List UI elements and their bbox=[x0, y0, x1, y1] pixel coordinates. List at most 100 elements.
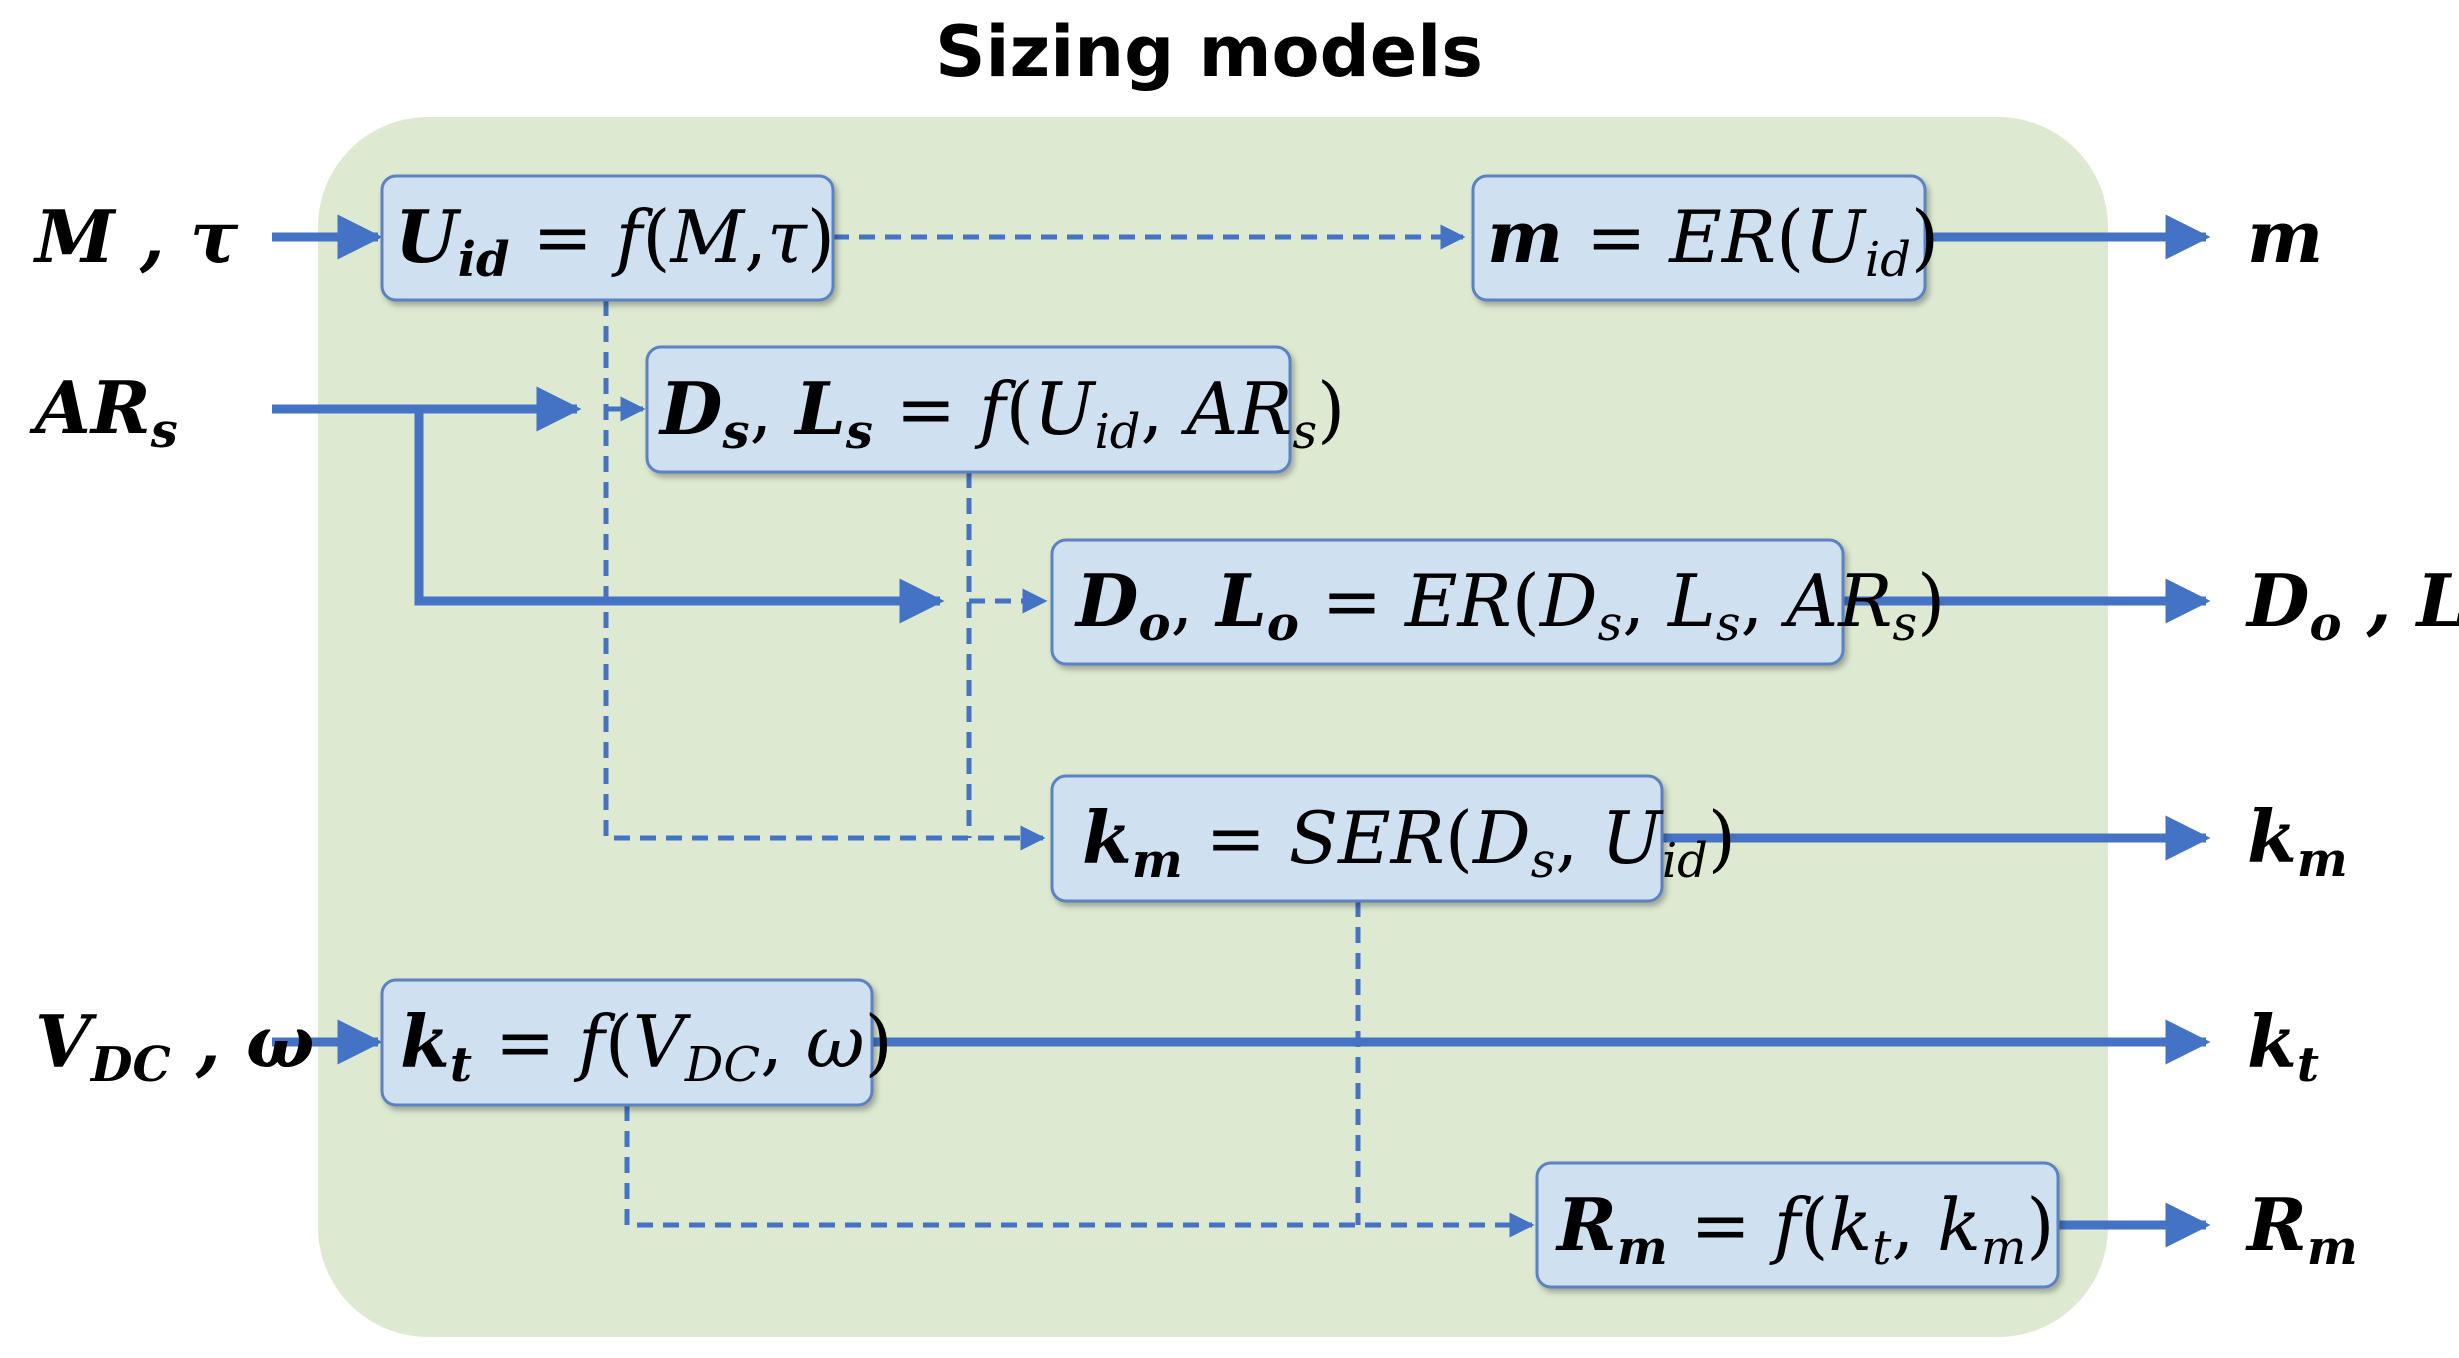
km-term: ) bbox=[1708, 796, 1736, 880]
input-m-tau: M , τ bbox=[32, 194, 239, 279]
km-term: , bbox=[1555, 796, 1601, 880]
rm-term: ) bbox=[2026, 1183, 2054, 1267]
do_lo-term: L bbox=[1666, 559, 1716, 643]
rm-term: , bbox=[1891, 1183, 1937, 1267]
box-do-lo: Do, Lo = ER(Ds, Ls, ARs) bbox=[1050, 538, 1945, 666]
m-term: ( bbox=[1776, 195, 1804, 279]
km-term: k bbox=[1082, 795, 1132, 880]
do_lo-term: AR bbox=[1780, 559, 1892, 643]
rm-term: m bbox=[1617, 1220, 1668, 1276]
uid-term: ( bbox=[642, 195, 670, 279]
uid-term: , bbox=[744, 195, 767, 279]
ds_ls-term: U bbox=[1034, 367, 1097, 451]
rm-term: = bbox=[1668, 1183, 1774, 1267]
box-rm: Rm = f(kt, km) bbox=[1535, 1161, 2060, 1289]
uid-term: τ bbox=[767, 195, 808, 279]
ds_ls-term: s bbox=[1293, 404, 1318, 460]
ds_ls-term: ) bbox=[1317, 367, 1345, 451]
output-km: km bbox=[2247, 794, 2348, 888]
kt-term: ) bbox=[865, 1000, 893, 1084]
ds_ls-term: ( bbox=[1006, 367, 1034, 451]
km-term: = bbox=[1183, 796, 1289, 880]
solid-connectors bbox=[272, 214, 2211, 1248]
kt-term: , bbox=[760, 1000, 806, 1084]
equation-ds-ls: Ds, Ls = f(Uid, ARs) bbox=[658, 366, 1345, 460]
box-m: m = ER(Uid) bbox=[1471, 174, 1939, 302]
km-term: U bbox=[1601, 796, 1664, 880]
ds_ls-term: = bbox=[873, 367, 979, 451]
do_lo-term: ) bbox=[1917, 559, 1945, 643]
ds_ls-term: s bbox=[845, 404, 873, 460]
kt-term: DC bbox=[684, 1037, 760, 1093]
m-term: = bbox=[1563, 195, 1669, 279]
equation-m: m = ER(Uid) bbox=[1487, 194, 1939, 288]
equation-kt: kt = f(VDC, ω) bbox=[400, 999, 893, 1093]
uid-term: U bbox=[395, 194, 462, 279]
m-term: U bbox=[1804, 195, 1867, 279]
kt-term: ( bbox=[605, 1000, 633, 1084]
do_lo-term: s bbox=[1892, 596, 1917, 652]
m-term: id bbox=[1865, 232, 1911, 288]
ds_ls-term: id bbox=[1094, 404, 1140, 460]
dashed-connectors bbox=[603, 224, 1535, 1238]
do_lo-term: ( bbox=[1512, 559, 1540, 643]
do_lo-term: s bbox=[1598, 596, 1623, 652]
box-km: km = SER(Ds, Uid) bbox=[1050, 774, 1736, 903]
arrow-ars-to-do-lo bbox=[414, 409, 945, 624]
do_lo-term: D bbox=[1074, 558, 1138, 643]
rm-term: ( bbox=[1800, 1183, 1828, 1267]
input-vdc-omega: VDC , ω bbox=[35, 999, 314, 1093]
km-term: m bbox=[1132, 833, 1183, 889]
rm-term: m bbox=[1981, 1220, 2027, 1276]
input-ar-s: ARs bbox=[29, 365, 178, 459]
do_lo-term: o bbox=[1267, 596, 1299, 652]
m-term: ) bbox=[1911, 195, 1939, 279]
kt-term: k bbox=[400, 999, 450, 1084]
kt-term: ω bbox=[806, 1000, 865, 1084]
do_lo-term: , bbox=[1170, 559, 1216, 643]
box-uid: Uid = f(M,τ) bbox=[380, 174, 835, 302]
km-term: s bbox=[1531, 833, 1556, 889]
rm-term: t bbox=[1872, 1220, 1892, 1276]
uid-term: id bbox=[458, 232, 510, 288]
output-do-lo: Do , Lo bbox=[2245, 558, 2459, 652]
ds_ls-term: , bbox=[1141, 367, 1187, 451]
ds_ls-term: D bbox=[658, 366, 722, 451]
do_lo-term: s bbox=[1716, 596, 1741, 652]
do_lo-term: L bbox=[1214, 558, 1267, 643]
output-kt: kt bbox=[2247, 999, 2319, 1093]
do_lo-term: D bbox=[1538, 559, 1598, 643]
do_lo-term: , bbox=[1622, 559, 1668, 643]
uid-term: M bbox=[668, 195, 746, 279]
equation-rm: Rm = f(kt, km) bbox=[1555, 1182, 2054, 1276]
box-ds-ls: Ds, Ls = f(Uid, ARs) bbox=[645, 345, 1345, 474]
km-term: ( bbox=[1445, 796, 1473, 880]
equation-km: km = SER(Ds, Uid) bbox=[1082, 795, 1736, 889]
equation-uid: Uid = f(M,τ) bbox=[395, 194, 835, 288]
ds_ls-term: , bbox=[749, 367, 795, 451]
equation-do-lo: Do, Lo = ER(Ds, Ls, ARs) bbox=[1074, 558, 1945, 652]
kt-term: = bbox=[472, 1000, 578, 1084]
uid-term: = bbox=[510, 195, 616, 279]
kt-term: V bbox=[633, 1000, 692, 1084]
do_lo-term: = bbox=[1299, 559, 1405, 643]
m-term: ER bbox=[1667, 195, 1776, 279]
ds_ls-term: L bbox=[793, 366, 846, 451]
ds_ls-term: s bbox=[721, 404, 749, 460]
rm-term: k bbox=[1829, 1183, 1873, 1267]
do_lo-term: o bbox=[1138, 596, 1170, 652]
box-kt: kt = f(VDC, ω) bbox=[380, 978, 893, 1107]
kt-term: t bbox=[450, 1037, 472, 1093]
ds_ls-term: AR bbox=[1180, 367, 1292, 451]
dash-kt-to-rm bbox=[624, 1105, 1535, 1238]
km-term: SER bbox=[1289, 796, 1445, 880]
rm-term: R bbox=[1555, 1182, 1617, 1267]
do_lo-term: , bbox=[1740, 559, 1786, 643]
rm-term: k bbox=[1937, 1183, 1981, 1267]
diagram-title: Sizing models bbox=[935, 11, 1483, 93]
m-term: m bbox=[1487, 194, 1563, 279]
km-term: D bbox=[1471, 796, 1531, 880]
km-term: id bbox=[1662, 833, 1708, 889]
uid-term: ) bbox=[807, 195, 835, 279]
